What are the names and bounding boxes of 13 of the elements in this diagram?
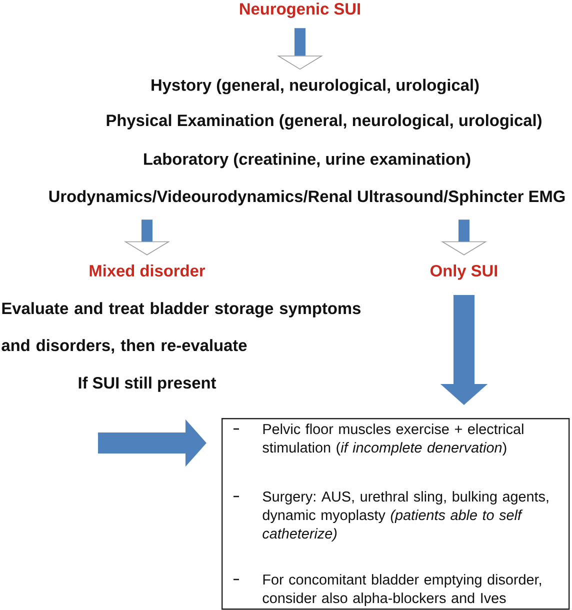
branch-heading: Only SUI — [430, 264, 498, 280]
treatment-box — [222, 418, 570, 610]
instruction-text: If SUI still present — [78, 376, 216, 392]
list-item: For concomitant bladder emptying disorder, consider also alpha-blockers and Ives — [262, 574, 541, 606]
step-text: Hystory (general, neurological, urological) — [152, 78, 479, 94]
list-item: Pelvic floor muscles exercise + electrical stimulation (if incomplete denervation) — [262, 424, 524, 456]
step-text: Urodynamics/Videourodynamics/Renal Ultrasound/Sphincter EMG — [49, 190, 565, 206]
branch-heading: Mixed disorder — [90, 264, 206, 277]
instruction-text: Evaluate and treat bladder storage symptoms and disorders, then re-evaluate — [2, 302, 360, 354]
step-text: Physical Examination (general, neurological, urological) — [106, 114, 542, 130]
step-text: Laboratory (creatinine, urine examination) — [144, 152, 470, 168]
list-item: Surgery: AUS, urethral sling, bulking agents, dynamic myoplasty (patients able to self catheterize) — [262, 491, 548, 542]
condition-heading: Neurogenic SUI — [240, 2, 360, 18]
